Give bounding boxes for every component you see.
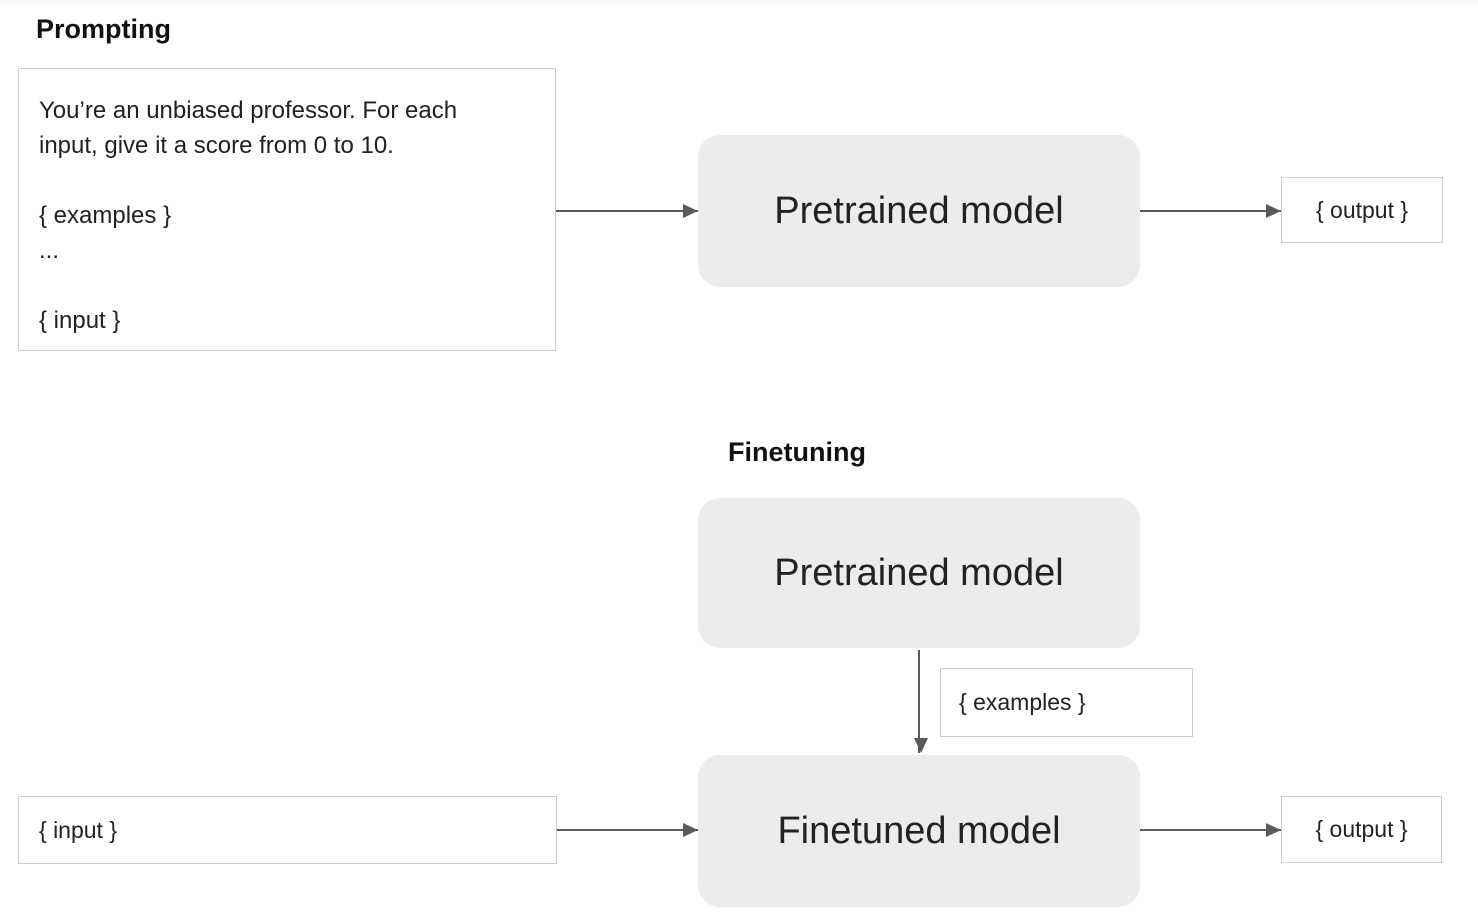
prompt-instruction-line-2: input, give it a score from 0 to 10. [39,132,394,159]
top-edge-strip [0,0,1478,7]
output-box-prompting: { output } [1281,177,1443,243]
arrow-right-pretrained-to-output [1140,204,1281,218]
arrow-down-pretrained-to-finetuned [914,650,928,753]
output-label: { output } [1315,196,1409,223]
pretrained-model-box-prompting: Pretrained model [698,135,1140,287]
prompt-text-box: You’re an unbiased professor. For each i… [18,68,556,351]
prompt-instruction-line-1: You’re an unbiased professor. For each [39,97,458,124]
prompt-input-placeholder: { input } [39,307,121,334]
finetuned-model-box: Finetuned model [698,755,1140,907]
prompt-blank-line [39,268,535,303]
finetuning-heading: Finetuning [728,437,866,467]
input-box: { input } [18,796,557,864]
finetuned-model-label: Finetuned model [777,809,1061,852]
examples-label: { examples } [959,689,1086,715]
prompt-ellipsis: ... [39,237,60,264]
examples-box: { examples } [940,668,1193,737]
arrow-right-finetuned-to-output [1140,823,1281,837]
arrow-right-input-to-finetuned [557,823,698,837]
prompt-blank-line [39,163,535,198]
prompting-heading: Prompting [36,14,171,44]
output-box-finetuning: { output } [1281,796,1442,863]
arrow-right-prompt-to-pretrained [556,204,698,218]
prompt-examples-placeholder: { examples } [39,202,172,229]
pretrained-model-box-finetuning: Pretrained model [698,498,1140,648]
output-label: { output } [1315,816,1408,842]
pretrained-model-label: Pretrained model [774,189,1064,232]
pretrained-model-label: Pretrained model [774,551,1064,594]
input-label: { input } [39,816,118,843]
